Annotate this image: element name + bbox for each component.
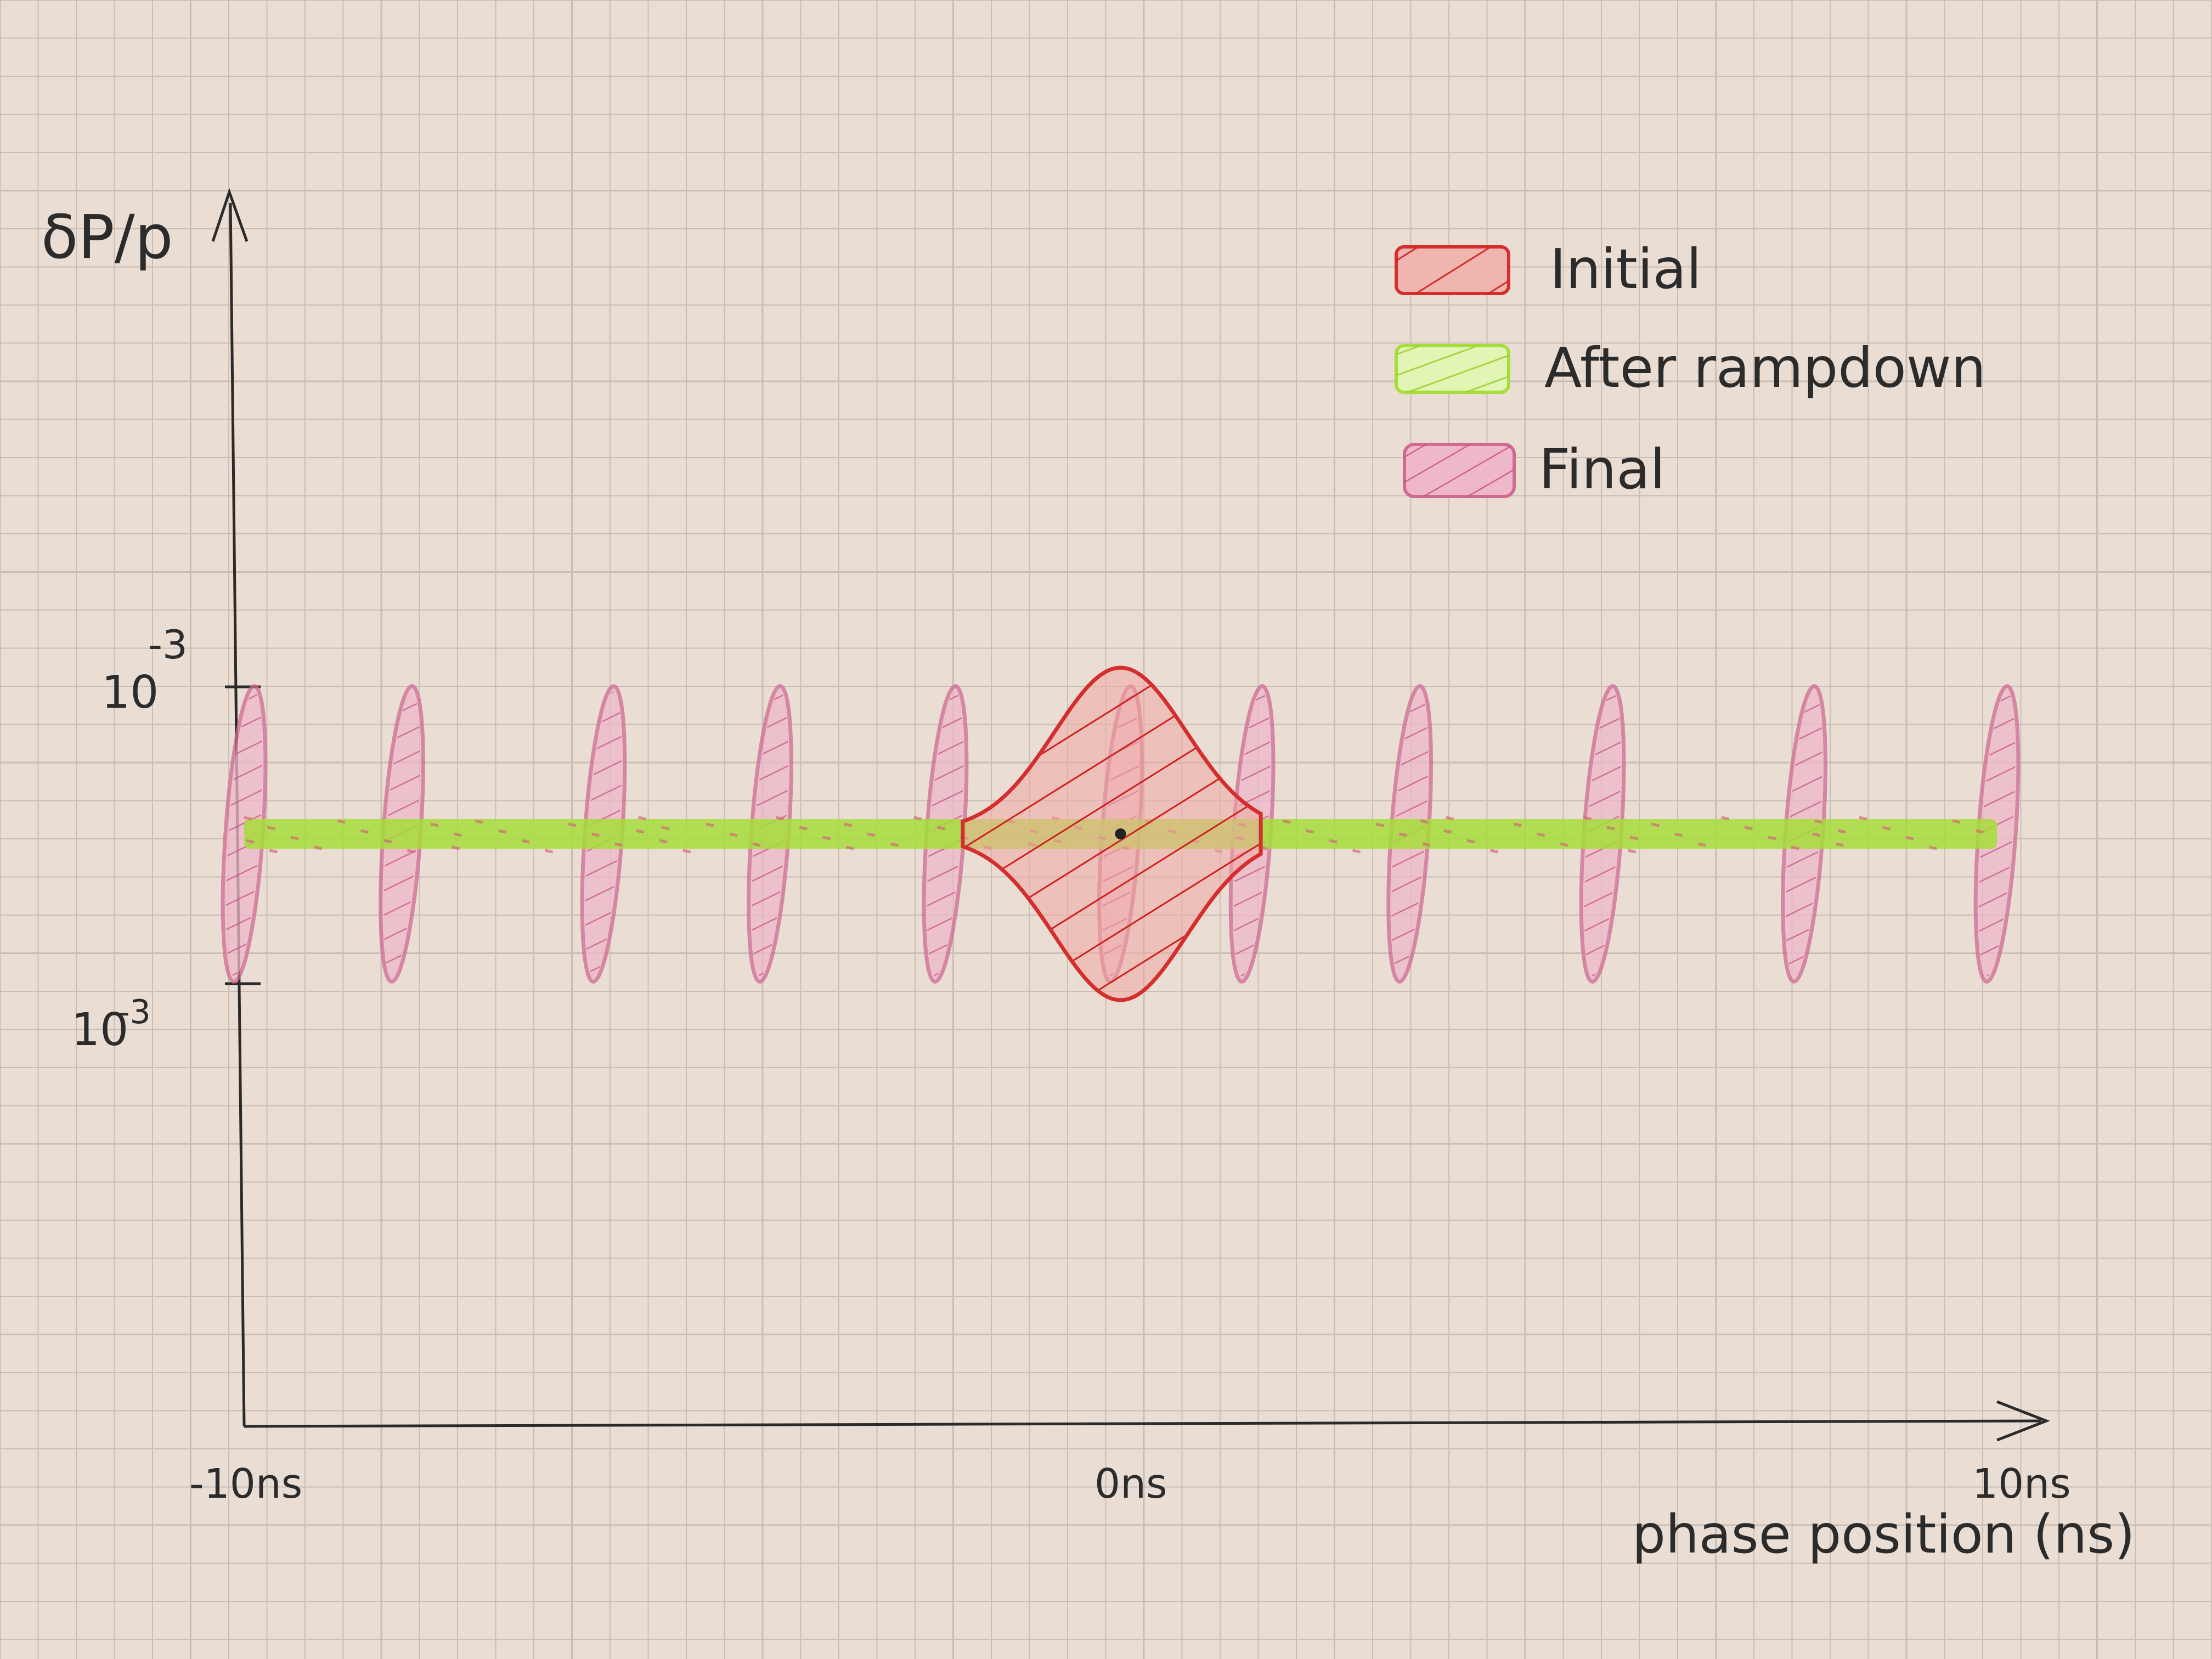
rampdown-scatter-dash [1859,816,1867,821]
rampdown-scatter-dash [1466,839,1475,844]
rampdown-scatter-dash [1905,836,1914,840]
rampdown-scatter-dash [799,826,808,831]
rampdown-scatter-dash [1697,842,1706,847]
y-axis-arrow [211,188,249,242]
rampdown-scatter-dash [1398,832,1408,837]
rampdown-scatter-dash [614,842,623,847]
rampdown-scatter-dash [706,822,714,827]
rampdown-scatter-dash [776,816,785,821]
rampdown-scatter-dash [1837,829,1846,834]
rampdown-scatter-dash [913,816,922,821]
rampdown-scatter-dash [1721,816,1730,821]
legend-label-initial: Initial [1550,237,1702,301]
rampdown-scatter-dash [1329,839,1338,844]
rampdown-scatter-dash [1375,822,1384,827]
rampdown-scatter-dash [822,836,831,840]
rampdown-scatter-dash [1306,829,1314,834]
rampdown-scatter-dash [452,845,460,850]
rampdown-scatter-dash [313,845,323,850]
rampdown-scatter-dash [1975,829,1984,834]
rampdown-scatter-dash [1630,836,1639,840]
rampdown-scatter-dash [1422,842,1431,847]
y-tick-label-lower-base: 10 [71,1004,128,1056]
rampdown-scatter-dash [1445,816,1454,821]
legend: Initial After rampdown Final [1395,237,1986,501]
rampdown-scatter-dash [1537,832,1545,837]
rampdown-scatter-dash [360,829,369,834]
rampdown-scatter-dash [1791,845,1799,850]
rampdown-scatter-dash [661,826,670,831]
x-axis-arrow [1996,1400,2050,1442]
rampdown-scatter-dash [267,826,276,831]
rampdown-scatter-dash [752,842,761,847]
rampdown-scatter-dash [890,842,899,847]
y-tick-label-lower-exp: -3 [118,993,151,1031]
y-axis-label: δP/p [41,202,173,272]
rampdown-scatter-dash [244,816,252,821]
x-tick-label-zero: 0ns [1094,1460,1167,1508]
rampdown-scatter-dash [636,829,645,834]
rampdown-scatter-dash [1882,826,1891,831]
rampdown-scatter-dash [867,832,876,837]
rampdown-scatter-dash [269,849,278,854]
rampdown-scatter-dash [1352,849,1361,854]
legend-label-after-rampdown: After rampdown [1544,336,1986,400]
rampdown-scatter-dash [1560,842,1568,847]
rampdown-scatter-dash [1768,836,1776,840]
rampdown-scatter-dash [290,836,299,840]
rampdown-scatter-dash [1651,822,1660,827]
initial-bunch-hatch [962,668,1261,1000]
rampdown-scatter-dash [1490,849,1499,854]
rampdown-scatter-dash [1443,829,1452,834]
initial-bunch-center-dot [1115,828,1126,839]
rampdown-scatter-dash [407,849,415,854]
rampdown-scatter-dash [1606,826,1615,831]
initial-bunch-outline [961,665,1263,1002]
rampdown-scatter-dash [453,832,462,837]
rampdown-scatter-dash [1628,849,1637,854]
rampdown-scatter-dash [246,839,255,844]
rampdown-scatter-dash [475,819,483,824]
rampdown-scatter-dash [638,816,647,821]
x-tick-label-max: 10ns [1972,1460,2071,1508]
rampdown-scatter-dash [659,839,668,844]
y-tick-label-upper-exp: -3 [148,622,188,668]
x-axis-line [244,1419,2041,1428]
rampdown-scatter-dash [845,845,854,850]
rampdown-scatter-dash [1420,819,1429,824]
rampdown-scatter-dash [430,822,439,827]
rampdown-scatter-dash [1513,822,1522,827]
rampdown-scatter-dash [1282,819,1291,824]
rampdown-scatter-dash [591,832,600,837]
rampdown-scatter-dash [729,832,738,837]
legend-label-final: Final [1539,437,1665,501]
rampdown-scatter-dash [383,839,392,844]
rampdown-scatter-dash [682,849,691,854]
rampdown-scatter-dash [521,839,530,844]
rampdown-scatter-dash [1835,842,1844,847]
rampdown-scatter-dash [1583,816,1592,821]
rampdown-scatter-dash [1928,845,1937,850]
rampdown-scatter-dash [545,849,554,854]
x-axis-label: phase position (ns) [1632,1504,2135,1565]
rampdown-scatter-dash [1952,819,1961,824]
rampdown-scatter-dash [1814,819,1823,824]
series-initial [961,665,1263,1002]
rampdown-scatter-dash [1744,826,1753,831]
rampdown-scatter-dash [936,826,945,831]
rampdown-scatter-dash [1674,832,1683,837]
rampdown-scatter-dash [568,822,577,827]
rampdown-scatter-dash [498,829,507,834]
rampdown-scatter-dash [1812,832,1821,837]
rampdown-scatter-dash [843,822,852,827]
x-tick-label-min: -10ns [189,1460,302,1508]
rampdown-scatter-dash [337,819,346,824]
y-tick-label-upper-base: 10 [101,667,159,719]
